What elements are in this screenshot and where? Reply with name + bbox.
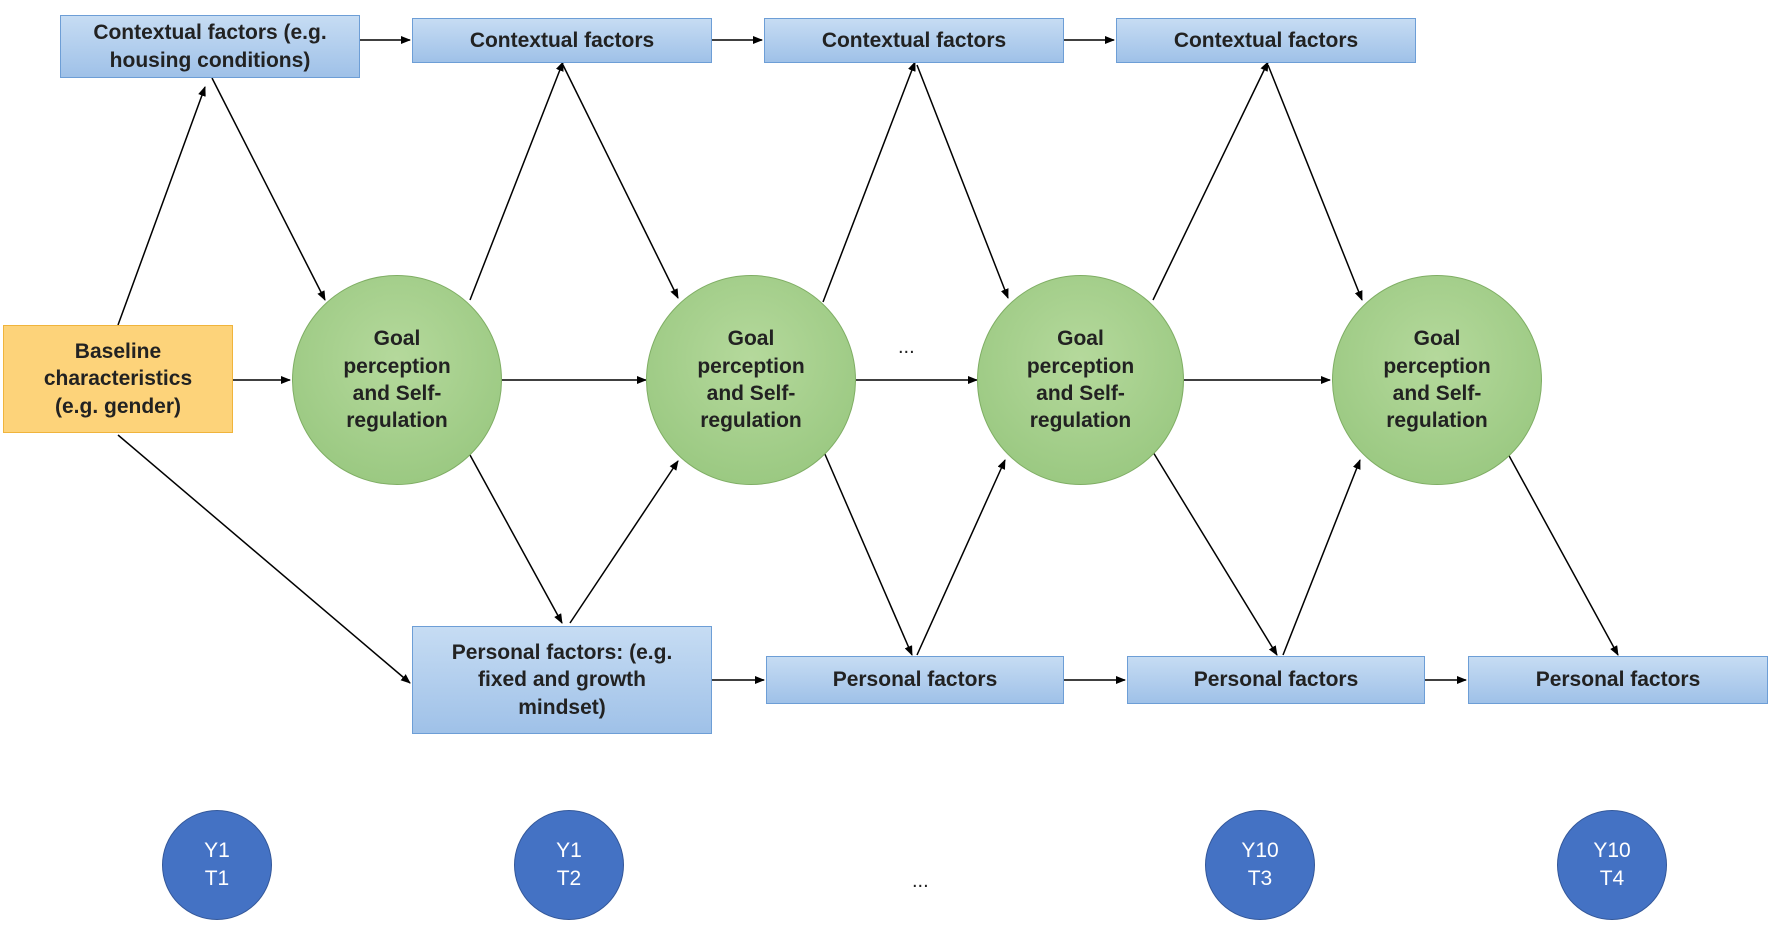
arrow-goal3-ctx4 xyxy=(1152,61,1269,301)
arrow-ctx2-goal2 xyxy=(562,64,679,299)
contextual-factors-label-1: Contextual factors (e.g. housing conditi… xyxy=(93,21,327,72)
arrow-pers2-goal3 xyxy=(916,459,1006,656)
arrow-goal3-pers3 xyxy=(1152,451,1278,656)
timepoint-1-text: Y1 T1 xyxy=(204,837,230,894)
timepoint-3-time: T3 xyxy=(1247,867,1273,890)
arrow-goal2-ctx3 xyxy=(822,61,916,303)
personal-factors-box-3: Personal factors xyxy=(1127,656,1425,704)
contextual-factors-box-1: Contextual factors (e.g. housing conditi… xyxy=(60,15,360,78)
baseline-characteristics-box: Baseline characteristics (e.g. gender) xyxy=(3,325,233,433)
arrow-goal4-pers4 xyxy=(1506,451,1619,656)
personal-factors-box-4: Personal factors xyxy=(1468,656,1768,704)
personal-factors-label-3: Personal factors xyxy=(1193,668,1359,692)
timepoint-1-time: T1 xyxy=(204,867,230,890)
goal-label-2: Goal perception and Self- regulation xyxy=(697,327,805,433)
goal-label-3: Goal perception and Self- regulation xyxy=(1026,327,1135,433)
arrow-pers3-goal4 xyxy=(1282,459,1361,656)
timepoint-2-time: T2 xyxy=(556,867,582,890)
timepoint-4-year: Y10 xyxy=(1593,838,1631,862)
contextual-factors-label-4: Contextual factors xyxy=(1173,28,1359,52)
arrow-baseline-ctx1 xyxy=(117,86,206,326)
timepoint-4-time: T4 xyxy=(1599,867,1625,890)
personal-factors-box-2: Personal factors xyxy=(766,656,1064,704)
timepoint-4-text: Y10 T4 xyxy=(1593,837,1630,894)
goal-circle-2: Goal perception and Self- regulation xyxy=(646,275,856,485)
personal-factors-label-4: Personal factors xyxy=(1535,668,1701,692)
arrow-goal1-ctx2 xyxy=(469,61,564,301)
goal-circle-1: Goal perception and Self- regulation xyxy=(292,275,502,485)
arrow-pers1-goal2 xyxy=(569,460,679,624)
arrow-goal2-pers2 xyxy=(823,451,913,656)
timepoint-3-year: Y10 xyxy=(1241,838,1279,862)
personal-factors-label-1: Personal factors: (e.g. fixed and growth… xyxy=(451,641,673,719)
arrow-ctx4-goal4 xyxy=(1267,64,1363,301)
timepoint-3-text: Y10 T3 xyxy=(1241,837,1278,894)
contextual-factors-box-3: Contextual factors xyxy=(764,18,1064,63)
timepoint-circle-1: Y1 T1 xyxy=(162,810,272,920)
goal-circle-4: Goal perception and Self- regulation xyxy=(1332,275,1542,485)
ellipsis-bottom: ... xyxy=(912,870,929,892)
arrow-baseline-pers1 xyxy=(117,434,411,684)
contextual-factors-box-4: Contextual factors xyxy=(1116,18,1416,63)
timepoint-1-year: Y1 xyxy=(204,838,230,862)
arrow-ctx3-goal3 xyxy=(916,64,1009,299)
goal-label-1: Goal perception and Self- regulation xyxy=(343,327,451,433)
ellipsis-middle: ... xyxy=(898,336,915,358)
timepoint-circle-2: Y1 T2 xyxy=(514,810,624,920)
timepoint-2-text: Y1 T2 xyxy=(556,837,582,894)
timepoint-circle-4: Y10 T4 xyxy=(1557,810,1667,920)
baseline-characteristics-label: Baseline characteristics (e.g. gender) xyxy=(43,340,193,418)
timepoint-2-year: Y1 xyxy=(556,838,582,862)
goal-circle-3: Goal perception and Self- regulation xyxy=(977,275,1184,485)
timepoint-circle-3: Y10 T3 xyxy=(1205,810,1315,920)
goal-label-4: Goal perception and Self- regulation xyxy=(1383,327,1491,433)
personal-factors-box-1: Personal factors: (e.g. fixed and growth… xyxy=(412,626,712,734)
arrow-ctx1-goal1 xyxy=(211,77,326,301)
arrow-goal1-pers1 xyxy=(469,454,563,624)
contextual-factors-label-2: Contextual factors xyxy=(469,28,655,52)
contextual-factors-box-2: Contextual factors xyxy=(412,18,712,63)
personal-factors-label-2: Personal factors xyxy=(832,668,998,692)
contextual-factors-label-3: Contextual factors xyxy=(821,28,1007,52)
